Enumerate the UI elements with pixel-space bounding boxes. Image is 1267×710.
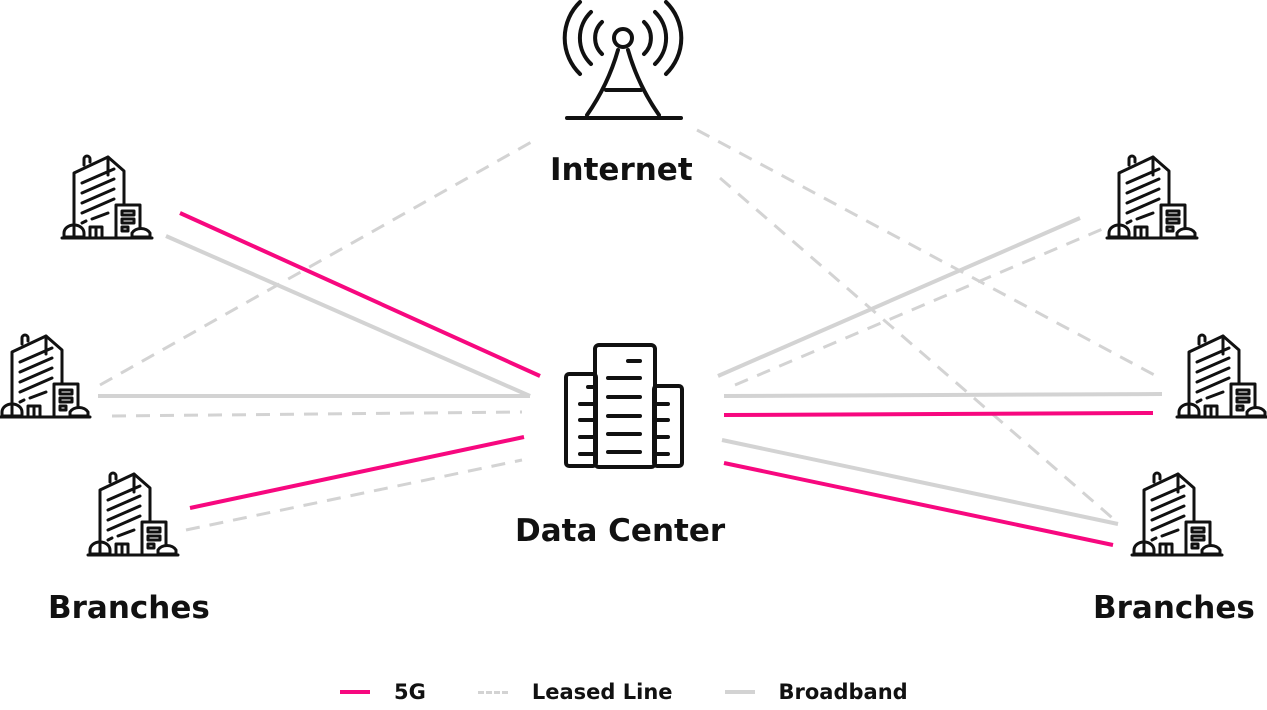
leased-line-links (99, 128, 1161, 532)
radio-tower-icon (562, 0, 684, 120)
leased-line-right-top (734, 226, 1106, 387)
legend-item-5g: 5G (340, 680, 426, 704)
leased-line-left-bottom (185, 458, 523, 532)
5g-swatch (340, 690, 370, 694)
broadband-links (98, 216, 1163, 526)
branch-building-icon-left-3 (86, 471, 180, 557)
legend-label: Leased Line (531, 680, 673, 704)
5g-left-bottom (189, 435, 525, 510)
leased-line-internet-left (99, 138, 536, 387)
data-center-label: Data Center (515, 513, 726, 549)
internet-label: Internet (550, 152, 693, 188)
branch-building-icon-right-3 (1130, 471, 1224, 557)
legend-item-leased-line: Leased Line (477, 680, 673, 704)
branch-building-icon-left-2 (0, 333, 92, 419)
leased-line-swatch (477, 690, 508, 694)
leased-line-internet-right-mid (696, 128, 1161, 380)
branch-building-icon-left-1 (60, 154, 154, 240)
branches-left-label: Branches (48, 590, 210, 626)
legend-label: 5G (394, 680, 426, 704)
branch-building-icon-right-2 (1175, 333, 1267, 419)
broadband-left-top (165, 234, 531, 398)
legend-label: Broadband (778, 680, 908, 704)
branch-building-icon-right-1 (1105, 154, 1199, 240)
broadband-swatch (724, 690, 755, 694)
broadband-right-mid (723, 392, 1163, 398)
broadband-right-bottom (721, 438, 1119, 526)
leased-line-left-mid (111, 410, 523, 418)
branches-right-label: Branches (1093, 590, 1255, 626)
data-center-building-icon (564, 343, 684, 469)
legend-item-broadband: Broadband (724, 680, 908, 704)
legend: 5G Leased Line Broadband (340, 680, 960, 704)
leased-line-internet-right-bottom (719, 176, 1118, 524)
5g-right-bottom (723, 461, 1114, 547)
5g-left-top (179, 211, 541, 378)
5g-links (179, 211, 1154, 547)
5g-right-mid (723, 411, 1154, 417)
broadband-right-top (717, 216, 1081, 378)
